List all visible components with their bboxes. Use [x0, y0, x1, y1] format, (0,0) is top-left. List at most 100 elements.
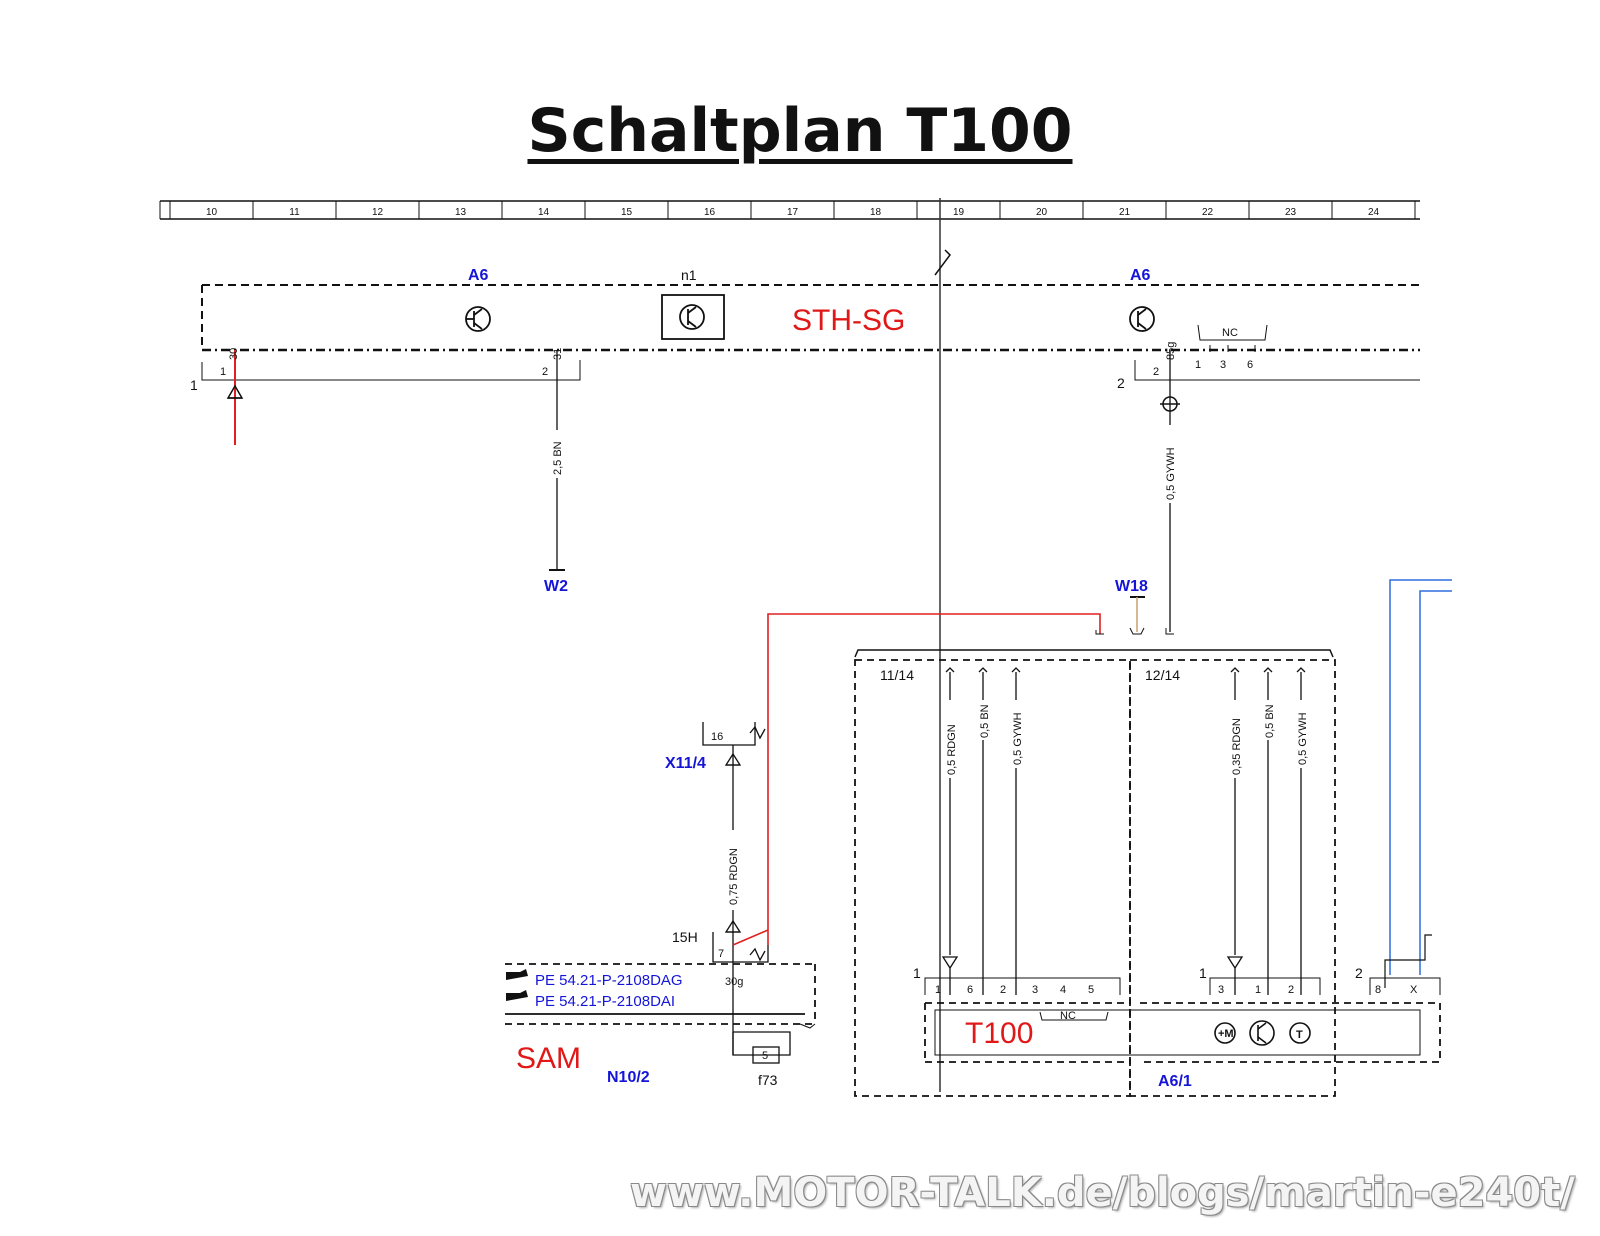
label-num-1-right: 1 — [1199, 965, 1207, 981]
label-nc-bottom: NC — [1060, 1010, 1076, 1022]
label-pin-1: 1 — [190, 377, 198, 393]
t-symbol: T — [1296, 1029, 1303, 1041]
label-num-2-right: 2 — [1355, 965, 1363, 981]
label-pin-31: 31 — [552, 348, 564, 360]
ruler-label: 17 — [787, 207, 799, 218]
sth-sg-box — [201, 284, 1420, 381]
wire-25-bn — [549, 350, 565, 571]
wire-red-long — [767, 613, 1101, 945]
label-f73: f73 — [758, 1072, 778, 1088]
ruler-label: 19 — [953, 207, 965, 218]
ruler-label: 12 — [372, 207, 384, 218]
label-pe2: PE 54.21-P-2108DAI — [535, 993, 675, 1010]
transistor-icon-right — [1129, 306, 1155, 332]
cv-symbol: +M — [1218, 1028, 1234, 1040]
label-n1: n1 — [681, 267, 697, 283]
a61-pin-label: 1 — [1255, 984, 1261, 996]
ruler-label: 22 — [1202, 207, 1214, 218]
label-x114: X11/4 — [665, 755, 706, 772]
ruler-label: 11 — [289, 207, 300, 218]
label-pin-30g: 30g — [725, 976, 743, 988]
ruler-label: 18 — [870, 207, 882, 218]
n1-component — [661, 294, 725, 340]
label-pin-5: 5 — [762, 1050, 768, 1062]
ruler-label: 10 — [206, 207, 218, 218]
label-w-05gywh-b: 0,5 GYWH — [1297, 712, 1309, 765]
ruler-label: 13 — [455, 207, 467, 218]
label-1114: 11/14 — [880, 667, 914, 683]
ruler-label: 24 — [1368, 207, 1380, 218]
watermark: www.MOTOR-TALK.de/blogs/martin-e240t/ — [630, 1170, 1575, 1216]
ruler-label: 14 — [538, 207, 550, 218]
t100-pin-label: 3 — [1032, 984, 1038, 996]
label-w-05bn: 0,5 BN — [979, 704, 991, 738]
wire-075-rdgn — [702, 722, 791, 1064]
label-a6-right: A6 — [1130, 267, 1151, 284]
label-sam: SAM — [516, 1042, 581, 1075]
t100-pin-label: 4 — [1060, 984, 1066, 996]
label-15h: 15H — [672, 929, 698, 945]
wires-1214 — [1226, 667, 1306, 995]
nc-bracket-bottom — [1039, 1011, 1109, 1021]
page-title: Schaltplan T100 — [527, 96, 1073, 166]
t100-pin-label: 5 — [1088, 984, 1094, 996]
t100-pin-label: 2 — [1000, 984, 1006, 996]
ruler: 10 11 12 13 14 15 16 17 18 19 20 21 22 23 24 — [159, 200, 1420, 220]
label-pe1: PE 54.21-P-2108DAG — [535, 972, 683, 989]
label-n102: N10/2 — [607, 1069, 650, 1086]
label-pin-30: 30 — [228, 348, 240, 360]
label-w-05bn-b: 0,5 BN — [1264, 704, 1276, 738]
switch-icon — [934, 249, 951, 276]
label-pin-1-small: 1 — [220, 366, 226, 378]
wires-1114 — [941, 667, 1021, 995]
label-pin-7: 7 — [718, 948, 724, 960]
label-w18: W18 — [1115, 578, 1148, 595]
sam-box — [505, 963, 816, 1029]
ruler-label: 23 — [1285, 207, 1297, 218]
pin-label: 1 — [1195, 359, 1201, 371]
label-w-075rdgn: 0,75 RDGN — [728, 848, 740, 905]
t100-pin-label: 1 — [935, 984, 941, 996]
label-t100: T100 — [965, 1017, 1033, 1050]
nc-bracket-top — [1197, 324, 1268, 352]
label-wire-25bn: 2,5 BN — [552, 441, 564, 475]
bus-bracket — [854, 649, 1334, 658]
transistor-icon-left — [465, 306, 491, 332]
pin-label: 6 — [1247, 359, 1253, 371]
label-nc-top: NC — [1222, 327, 1238, 339]
a61-pin-label: 2 — [1288, 984, 1294, 996]
label-pin-right-2: 2 — [1117, 375, 1125, 391]
label-a6-left: A6 — [468, 267, 489, 284]
label-pin-2-small: 2 — [1153, 366, 1159, 378]
w18-terminal — [1129, 596, 1145, 635]
pin-label: 3 — [1220, 359, 1226, 371]
label-a61: A6/1 — [1158, 1073, 1192, 1090]
wire-05-gywh-top — [1160, 350, 1180, 635]
t100-pin-label: 6 — [967, 984, 973, 996]
label-pin-85g: 85g — [1165, 342, 1177, 360]
ruler-label: 16 — [704, 207, 716, 218]
label-w-05rdgn: 0,5 RDGN — [946, 724, 958, 775]
label-w2: W2 — [544, 578, 568, 595]
ruler-label: 20 — [1036, 207, 1048, 218]
a61-pin-label: 3 — [1218, 984, 1224, 996]
ruler-label: 21 — [1119, 207, 1131, 218]
label-w-05gywh: 0,5 GYWH — [1012, 712, 1024, 765]
label-1214: 12/14 — [1145, 667, 1180, 683]
ruler-label: 15 — [621, 207, 633, 218]
wire-blue — [1389, 579, 1452, 975]
label-wire-05gywh: 0,5 GYWH — [1165, 447, 1177, 500]
pointer-hand-icon — [506, 969, 528, 1001]
a61-symbols — [1214, 1020, 1311, 1046]
section-boxes — [854, 659, 1441, 1097]
label-num-1-left: 1 — [913, 965, 921, 981]
t100-inner-box — [934, 1009, 1421, 1056]
right-pin-label: 8 — [1375, 984, 1381, 996]
wire-pin1-red — [226, 350, 244, 445]
label-pin-2: 2 — [542, 366, 548, 378]
right-pin-label: X — [1410, 984, 1418, 996]
label-sth-sg: STH-SG — [792, 304, 905, 337]
label-w-035rdgn: 0,35 RDGN — [1231, 718, 1243, 775]
label-pin-16: 16 — [711, 731, 723, 743]
